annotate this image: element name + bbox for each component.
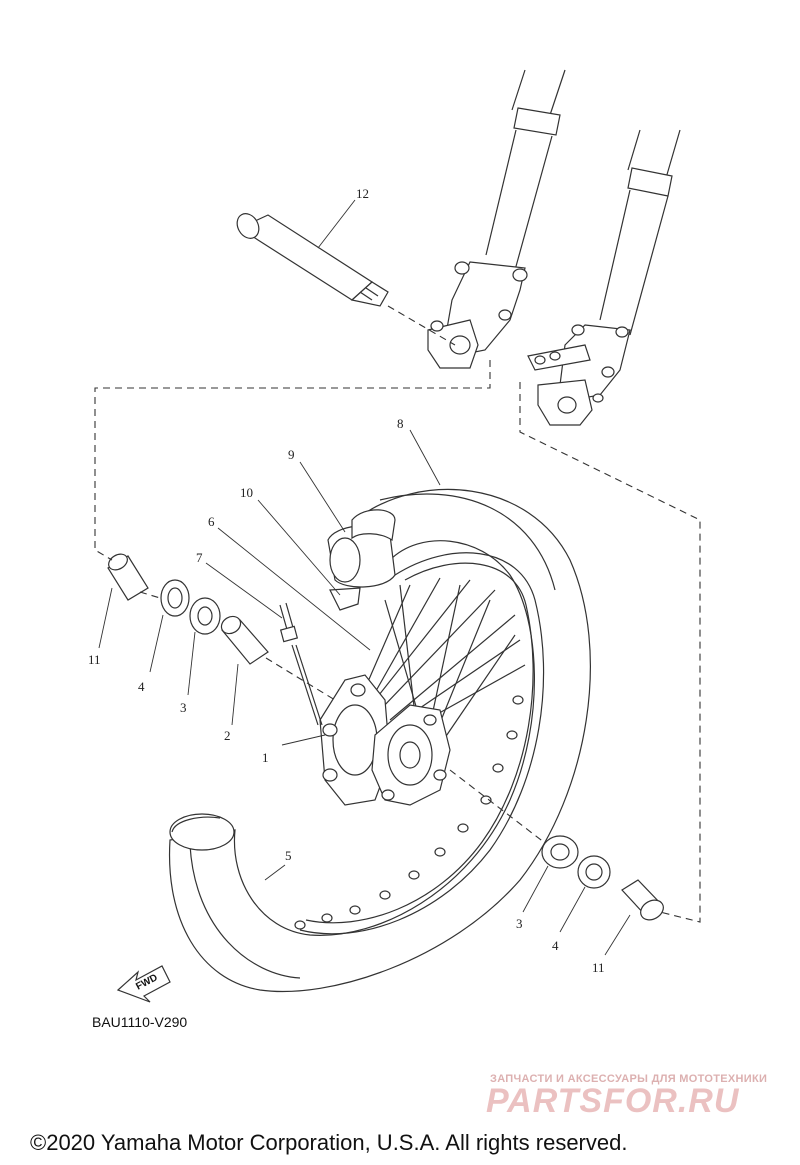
rim-spoke-hole [512, 695, 524, 705]
rim-spoke-hole [408, 870, 420, 880]
copyright-notice: ©2020 Yamaha Motor Corporation, U.S.A. A… [30, 1130, 627, 1155]
rim-spoke-hole [457, 823, 469, 833]
callout-1: 1 [262, 750, 269, 765]
rim-spoke-hole [434, 847, 446, 857]
watermark-brand: PARTSFOR.RU [486, 1082, 740, 1120]
callout-3-left: 3 [180, 700, 187, 715]
bearing-right [541, 835, 579, 869]
tire [168, 488, 591, 993]
rim-spoke-holes [294, 695, 524, 930]
callout-6: 6 [208, 514, 215, 529]
callout-11-left: 11 [88, 652, 101, 667]
rim-band [329, 587, 361, 611]
front-fork-right [527, 129, 681, 426]
assembly-dashed-lines [94, 305, 701, 923]
watermark-tagline: ЗАПЧАСТИ И АКСЕССУАРЫ ДЛЯ МОТОТЕХНИКИ [490, 1073, 767, 1085]
tube [327, 509, 396, 588]
spacer-left [220, 615, 269, 665]
front-fork-left [427, 69, 566, 369]
callout-4-right: 4 [552, 938, 559, 953]
rim-spoke-hole [349, 905, 361, 915]
callout-5: 5 [285, 848, 292, 863]
rim-spoke-hole [492, 763, 504, 773]
rim-spoke-hole [321, 913, 333, 923]
callout-12: 12 [356, 186, 369, 201]
oil-seal-right [577, 855, 611, 889]
rim-spoke-hole [480, 795, 492, 805]
oil-seal-left [160, 579, 190, 617]
leader-lines [98, 199, 631, 956]
rim-spoke-hole [379, 890, 391, 900]
rim-spoke-hole [506, 730, 518, 740]
collar-left [107, 553, 149, 601]
callout-7: 7 [196, 550, 203, 565]
collar-right [621, 879, 664, 921]
callout-numbers: 12 8 9 10 6 7 1 2 3 4 11 5 3 4 11 [88, 186, 605, 975]
callout-3-right: 3 [516, 916, 523, 931]
rim [299, 552, 545, 935]
diagram-code: BAU1110-V290 [92, 1014, 187, 1030]
valve-stem [279, 602, 323, 726]
callout-10: 10 [240, 485, 253, 500]
rim-spoke-hole [294, 920, 306, 930]
axle [236, 213, 389, 307]
callout-4-left: 4 [138, 679, 145, 694]
callout-8: 8 [397, 416, 404, 431]
callout-9: 9 [288, 447, 295, 462]
fwd-arrow-icon: FWD [116, 965, 171, 1003]
hub [319, 674, 451, 806]
callout-2: 2 [224, 728, 231, 743]
watermark-logo: ЗАПЧАСТИ И АКСЕССУАРЫ ДЛЯ МОТОТЕХНИКИ PA… [486, 1073, 767, 1120]
bearing-left [189, 597, 221, 635]
callout-11-right: 11 [592, 960, 605, 975]
